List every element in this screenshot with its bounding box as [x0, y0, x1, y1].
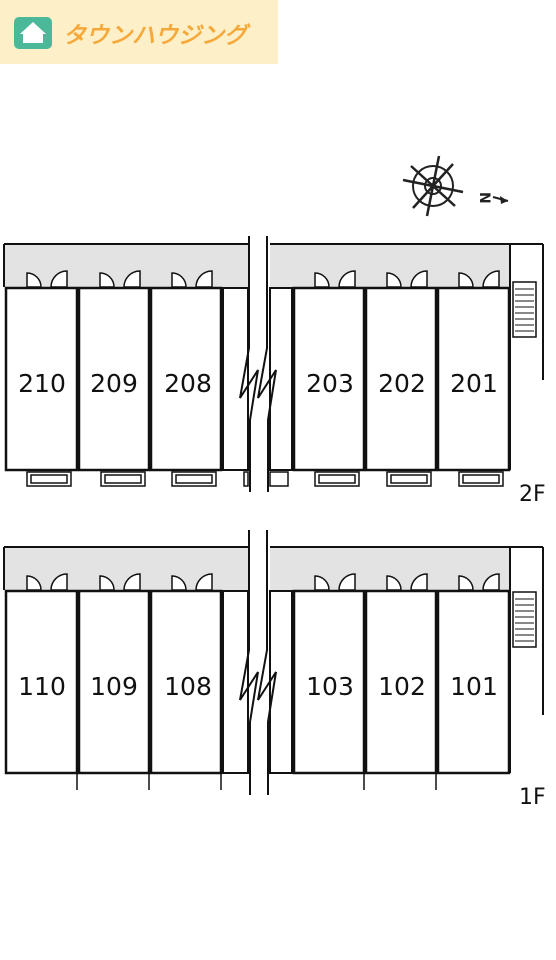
- corridor: [3, 546, 510, 590]
- door-icon: [26, 573, 500, 591]
- unit-number: 108: [164, 672, 212, 701]
- unit-number: 203: [306, 369, 354, 398]
- north-arrow-icon: [500, 196, 508, 204]
- unit-room: 108: [149, 589, 223, 775]
- compass-rose-icon: [402, 155, 464, 217]
- staircase-icon: [512, 591, 537, 648]
- unit-room: 209: [77, 286, 151, 472]
- unit-room: 110: [4, 589, 79, 775]
- break-line-icon: [239, 236, 277, 795]
- unit-divider-ticks: [76, 773, 437, 790]
- unit-number: 210: [18, 369, 66, 398]
- door-icon: [26, 270, 500, 288]
- unit-room: 102: [364, 589, 438, 775]
- unit-room: 101: [436, 589, 511, 775]
- unit-room: 103: [292, 589, 366, 775]
- north-label: N: [476, 192, 492, 204]
- house-logo-icon: [14, 17, 52, 49]
- unit-number: 102: [378, 672, 426, 701]
- brand-name: タウンハウジング: [63, 23, 251, 49]
- staircase-icon: [512, 281, 537, 338]
- unit-room: 202: [364, 286, 438, 472]
- unit-room: 210: [4, 286, 79, 472]
- unit-number: 103: [306, 672, 354, 701]
- unit-number: 202: [378, 369, 426, 398]
- floor-2-plan: 210 209 208 203 202 201: [3, 243, 546, 507]
- unit-number: 110: [18, 672, 66, 701]
- unit-room: 201: [436, 286, 511, 472]
- unit-room: 109: [77, 589, 151, 775]
- unit-number: 201: [450, 369, 498, 398]
- north-indicator: N: [476, 192, 509, 204]
- floor-1-plan: 110 109 108 103 102 101: [3, 546, 546, 810]
- unit-room: 203: [292, 286, 366, 472]
- corridor: [3, 243, 510, 287]
- floor-label: 1F: [519, 785, 546, 810]
- balcony: [26, 471, 504, 487]
- brand-banner: タウンハウジング: [0, 0, 278, 64]
- unit-number: 109: [90, 672, 138, 701]
- floor-label: 2F: [519, 482, 546, 507]
- unit-number: 208: [164, 369, 212, 398]
- unit-room: 208: [149, 286, 223, 472]
- unit-number: 101: [450, 672, 498, 701]
- unit-number: 209: [90, 369, 138, 398]
